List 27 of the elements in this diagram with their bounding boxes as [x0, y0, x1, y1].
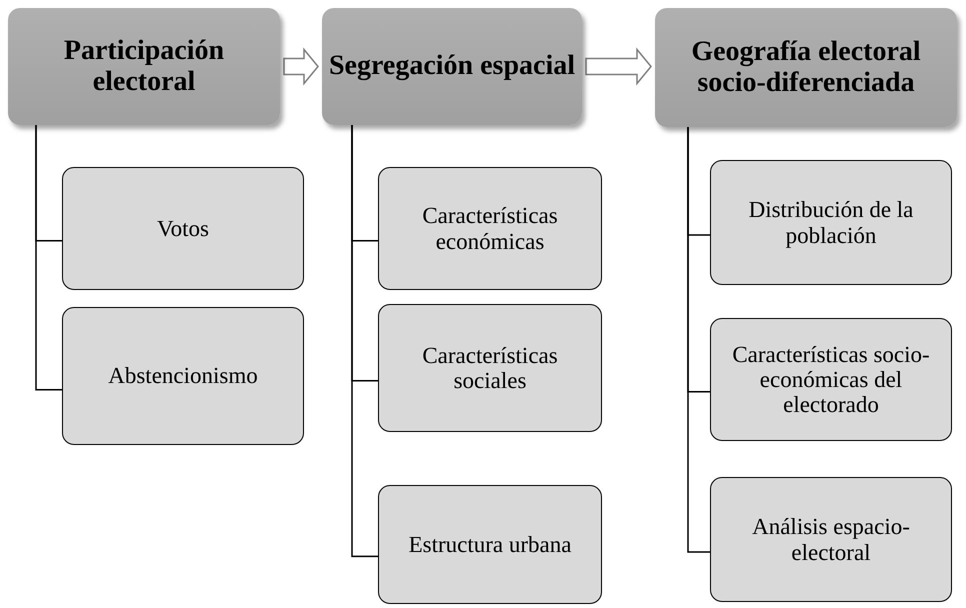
- topic-box: [62, 167, 304, 290]
- box-text: Análisis espacio-electoral: [751, 514, 911, 565]
- topic-box: [378, 167, 602, 290]
- box-text: Segregación espacial: [328, 51, 575, 82]
- header-box: [322, 8, 582, 125]
- block-arrow: [585, 47, 652, 86]
- topic-box: [378, 304, 602, 432]
- block-arrow: [283, 47, 319, 86]
- topic-box: [710, 160, 952, 285]
- box-text: Estructura urbana: [408, 532, 572, 558]
- box-text: Geografía electoral socio-diferenciada: [690, 36, 922, 98]
- topic-box: [378, 485, 602, 604]
- box-text: Participación electoral: [62, 36, 226, 98]
- box-text: Características sociales: [421, 342, 559, 394]
- box-text: Abstencionismo: [108, 363, 258, 389]
- topic-box: [710, 477, 952, 602]
- box-text: Distribución de la población: [748, 197, 914, 248]
- box-text: Características económicas: [421, 203, 559, 254]
- header-box: [8, 8, 280, 125]
- topic-box: [710, 318, 952, 441]
- topic-box: [62, 307, 304, 445]
- connector-line: [351, 125, 378, 558]
- connector-line: [35, 125, 62, 391]
- box-text: Votos: [157, 216, 209, 242]
- box-text: Características socio-económicas del electorado: [731, 342, 931, 418]
- header-box: [655, 8, 957, 127]
- connector-line: [687, 127, 710, 553]
